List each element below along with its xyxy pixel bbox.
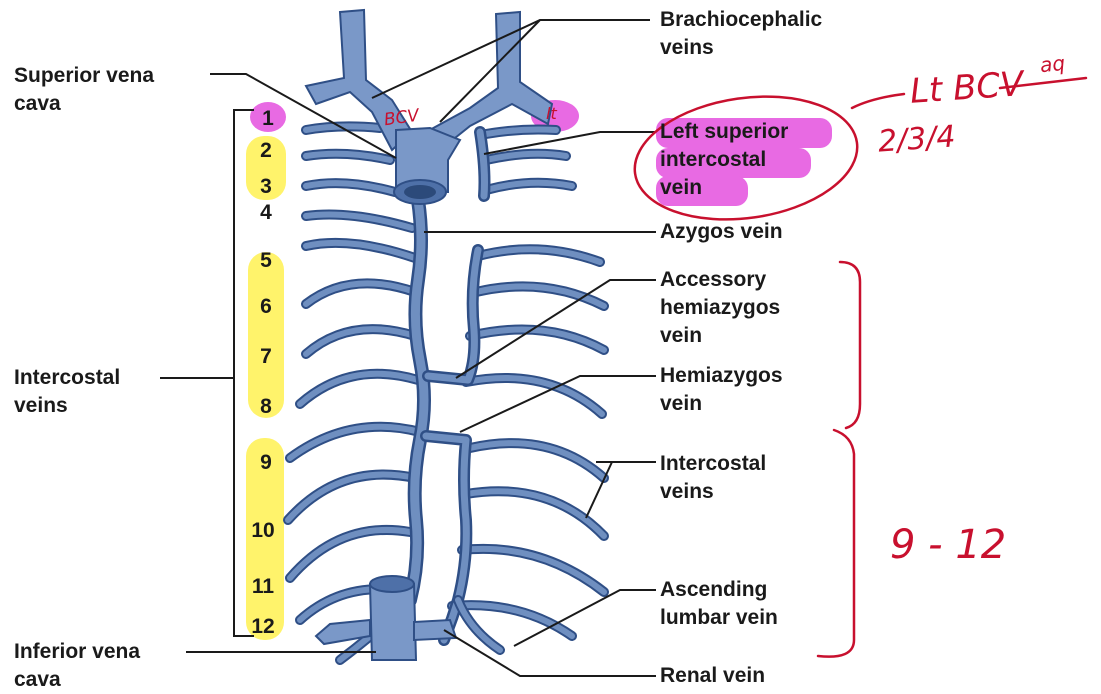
label-line: Renal vein	[660, 662, 765, 690]
label-line: veins	[660, 478, 766, 506]
annotation-ribs-2-3-4: 2/3/4	[877, 119, 957, 159]
label-line: hemiazygos	[660, 294, 780, 322]
label-line: Intercostal	[14, 364, 120, 392]
renal-vein-left	[414, 620, 456, 640]
label-brachiocephalic-veins: Brachiocephalic veins	[660, 6, 822, 62]
label-line: cava	[14, 666, 140, 694]
red-bracket-lower	[818, 430, 854, 657]
label-line: Superior vena	[14, 62, 154, 90]
rib-number-4: 4	[249, 200, 283, 226]
label-line: vein	[660, 390, 783, 418]
label-superior-vena-cava: Superior vena cava	[14, 62, 154, 118]
label-line: intercostal	[660, 146, 788, 174]
annotation-superscript: aq	[1039, 51, 1066, 77]
label-line: vein	[660, 322, 780, 350]
label-line: Left superior	[660, 118, 788, 146]
label-line: Inferior vena	[14, 638, 140, 666]
veins	[288, 126, 604, 660]
rib-number-7: 7	[249, 344, 283, 370]
label-intercostal-veins-right: Intercostal veins	[660, 450, 766, 506]
label-line: Brachiocephalic	[660, 6, 822, 34]
rib-number-1: 1	[251, 106, 285, 132]
rib-number-10: 10	[246, 518, 280, 544]
rib-number-11: 11	[246, 574, 280, 600]
annotation-lt-bcv: Lt BCV	[909, 64, 1025, 112]
rib-number-9: 9	[249, 450, 283, 476]
label-ascending-lumbar-vein: Ascending lumbar vein	[660, 576, 778, 632]
left-intercostal-veins	[452, 130, 604, 637]
rib-number-12: 12	[246, 614, 280, 640]
red-connector-annotation	[852, 94, 904, 108]
rib-number-6: 6	[249, 294, 283, 320]
rib-number-2: 2	[249, 138, 283, 164]
label-line: Hemiazygos	[660, 362, 783, 390]
rib-number-3: 3	[249, 174, 283, 200]
red-bracket-upper	[840, 262, 860, 428]
superior-vena-cava-lumen	[404, 185, 436, 199]
label-left-superior-intercostal-vein: Left superior intercostal vein	[660, 118, 788, 202]
annotation-range-9-12: 9 - 12	[890, 522, 1006, 568]
label-azygos-vein: Azygos vein	[660, 218, 783, 246]
rib-number-5: 5	[249, 248, 283, 274]
label-line: lumbar vein	[660, 604, 778, 632]
label-line: Ascending	[660, 576, 778, 604]
label-line: cava	[14, 90, 154, 118]
annotation-lt-small: lt	[546, 104, 557, 123]
inferior-vena-cava-top	[370, 576, 414, 592]
label-accessory-hemiazygos-vein: Accessory hemiazygos vein	[660, 266, 780, 350]
label-line: veins	[14, 392, 120, 420]
label-line: veins	[660, 34, 822, 62]
label-intercostal-veins-left: Intercostal veins	[14, 364, 120, 420]
label-inferior-vena-cava: Inferior vena cava	[14, 638, 140, 694]
label-hemiazygos-vein: Hemiazygos vein	[660, 362, 783, 418]
label-line: Intercostal	[660, 450, 766, 478]
label-line: Azygos vein	[660, 218, 783, 246]
inferior-vena-cava	[370, 584, 416, 660]
label-renal-vein: Renal vein	[660, 662, 765, 690]
leader-renal	[444, 630, 656, 676]
rib-number-8: 8	[249, 394, 283, 420]
label-line: vein	[660, 174, 788, 202]
label-line: Accessory	[660, 266, 780, 294]
